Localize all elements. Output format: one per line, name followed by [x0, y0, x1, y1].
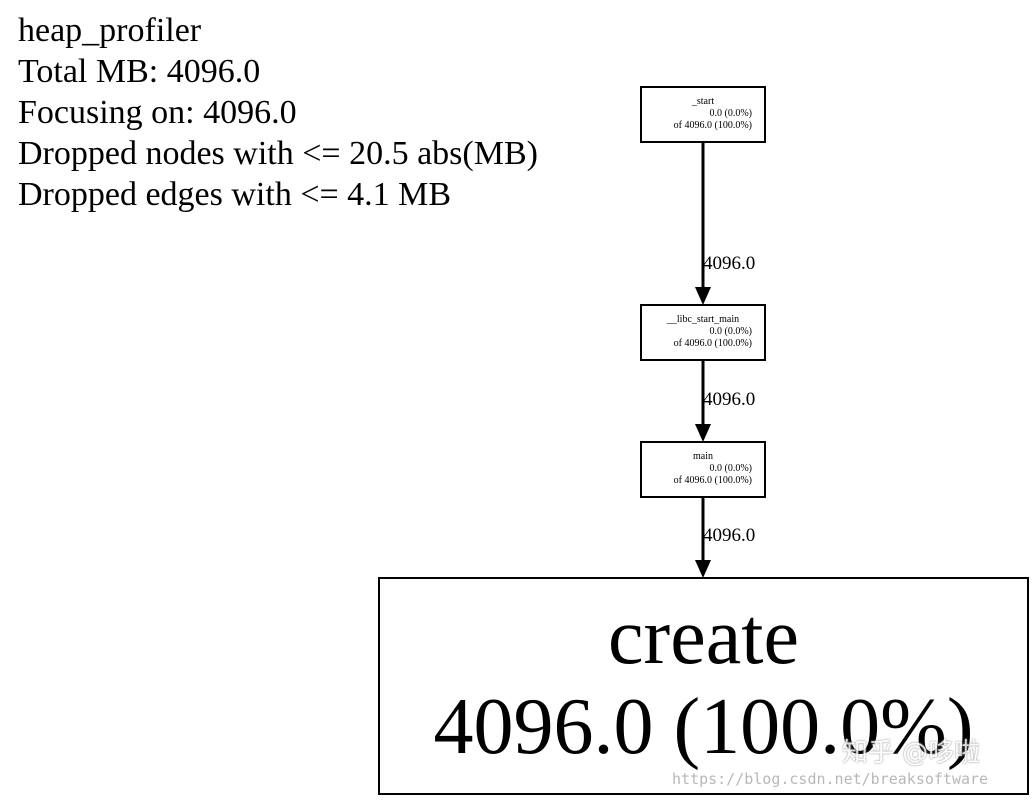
edge-label: 4096.0 [703, 525, 756, 546]
edge-arrowhead-2 [695, 424, 711, 442]
dropped-nodes-line: Dropped nodes with <= 20.5 abs(MB) [18, 135, 538, 172]
node-self-value: 0.0 (0.0%) [709, 326, 753, 337]
node-cumulative-value: of 4096.0 (100.0%) [673, 338, 752, 349]
dropped-edges-line: Dropped edges with <= 4.1 MB [18, 176, 452, 213]
node-name: __libc_start_main [666, 314, 740, 325]
node-value: 4096.0 (100.0%) [433, 683, 974, 771]
node-cumulative-value: of 4096.0 (100.0%) [673, 475, 752, 486]
edge-label: 4096.0 [703, 253, 756, 274]
total-mb-line: Total MB: 4096.0 [18, 53, 261, 90]
zhihu-watermark: 知乎 @哆啦 [842, 738, 981, 768]
url-watermark: https://blog.csdn.net/breaksoftware [672, 770, 989, 788]
profiler-title: heap_profiler [18, 12, 202, 49]
edge-arrowhead-1 [695, 287, 711, 305]
node-libc-start-main: __libc_start_main 0.0 (0.0%) of 4096.0 (… [640, 304, 766, 361]
node-create: create 4096.0 (100.0%) [378, 577, 1029, 795]
edge-arrowhead-3 [695, 560, 711, 578]
node-self-value: 0.0 (0.0%) [709, 108, 753, 119]
node-start: _start 0.0 (0.0%) of 4096.0 (100.0%) [640, 86, 766, 143]
node-name: main [693, 451, 713, 462]
focusing-line: Focusing on: 4096.0 [18, 94, 297, 131]
node-cumulative-value: of 4096.0 (100.0%) [673, 120, 752, 131]
edge-label: 4096.0 [703, 389, 756, 410]
node-name: _start [691, 96, 715, 107]
node-self-value: 0.0 (0.0%) [709, 463, 753, 474]
node-main: main 0.0 (0.0%) of 4096.0 (100.0%) [640, 441, 766, 498]
node-name: create [608, 593, 799, 681]
